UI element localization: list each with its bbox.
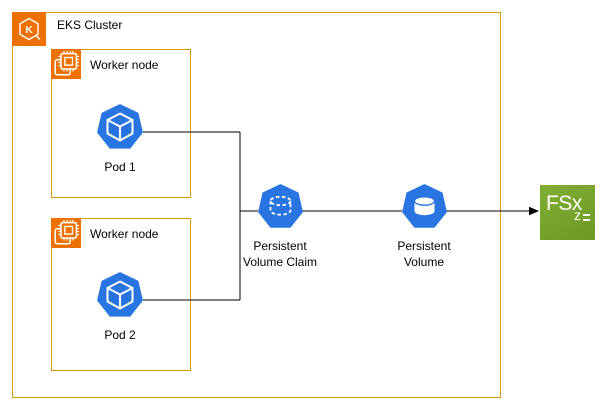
ec2-instance-icon (51, 218, 81, 253)
ec2-instance-icon (51, 49, 81, 84)
eks-icon: K (12, 12, 46, 51)
pvc-label-line2: Volume Claim (242, 255, 318, 269)
fsx-icon: FSx z (540, 185, 595, 240)
fsx-icon-subscript: z (574, 207, 581, 223)
arrow-head (529, 206, 539, 216)
worker-node-2-container: Worker node Pod 2 (51, 218, 191, 371)
pod-2-label: Pod 2 (104, 328, 136, 342)
worker-node-2-label: Worker node (90, 227, 159, 241)
pvc-label-line1: Persistent (253, 239, 307, 253)
pv-label-line2: Volume (403, 255, 444, 269)
pod-2-node: Pod 2 (70, 272, 170, 343)
pod-icon (97, 272, 143, 323)
worker-node-1-container: Worker node Pod 1 (51, 49, 191, 198)
pod-icon (97, 104, 143, 155)
pv-icon (401, 184, 447, 234)
eks-cluster-label: EKS Cluster (57, 18, 123, 32)
pod-1-node: Pod 1 (70, 104, 170, 175)
fsx-equals-bar (583, 218, 590, 221)
pvc-icon (257, 184, 303, 234)
eks-icon-letter: K (25, 24, 33, 36)
pod-1-label: Pod 1 (104, 160, 136, 174)
fsx-icon-text: FSx (546, 192, 582, 215)
pv-label-line1: Persistent (397, 239, 451, 253)
worker-node-1-label: Worker node (90, 58, 159, 72)
fsx-equals-bar (583, 214, 590, 216)
